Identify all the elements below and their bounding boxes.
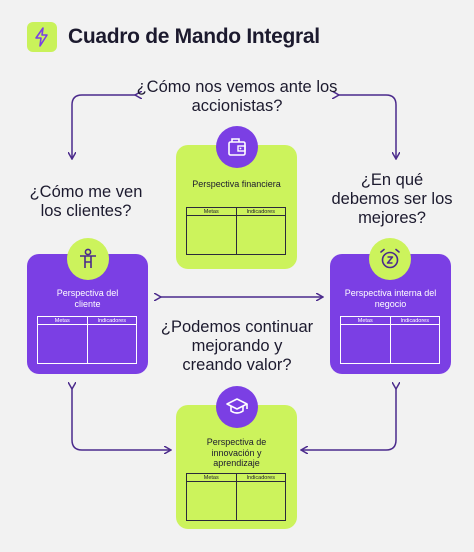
table-header-goals: Metas [340, 316, 391, 325]
card-learning-icon-badge [216, 386, 258, 428]
person-icon [80, 248, 96, 268]
table-header-indicators: Indicadores [86, 316, 137, 325]
card-customer-icon-badge [67, 238, 109, 280]
arrow-top-right [338, 95, 396, 158]
question-improvement: ¿Podemos continuar mejorando y creando v… [160, 318, 314, 374]
card-internal-table: Metas Indicadores [340, 316, 440, 364]
question-excellence: ¿En qué debemos ser los mejores? [331, 171, 453, 227]
question-customers: ¿Cómo me ven los clientes? [29, 183, 143, 220]
card-internal-title: Perspectiva interna del negocio [344, 288, 437, 309]
card-financial-icon-badge [216, 126, 258, 168]
card-customer-table: Metas Indicadores [37, 316, 137, 364]
table-cell [235, 215, 286, 255]
arrow-bottom-left [72, 388, 170, 450]
table-header-goals: Metas [37, 316, 88, 325]
table-cell [186, 215, 237, 255]
table-header-indicators: Indicadores [389, 316, 440, 325]
table-cell [235, 481, 286, 521]
card-customer: Perspectiva del cliente Metas Indicadore… [27, 254, 148, 374]
wallet-icon [228, 138, 246, 156]
graduation-cap-icon [226, 398, 248, 414]
header-logo [27, 22, 57, 52]
table-cell [37, 324, 88, 364]
card-learning-table: Metas Indicadores [186, 473, 286, 521]
card-learning-title: Perspectiva de innovación y aprendizaje [206, 437, 267, 468]
lightning-bolt-icon [35, 27, 48, 47]
arrow-top-left [72, 95, 136, 158]
card-financial-table: Metas Indicadores [186, 207, 286, 255]
alarm-clock-icon [380, 248, 400, 269]
card-internal-icon-badge [369, 238, 411, 280]
table-header-indicators: Indicadores [235, 473, 286, 482]
card-financial-title: Perspectiva financiera [192, 179, 281, 189]
question-shareholders: ¿Cómo nos vemos ante los accionistas? [136, 78, 338, 115]
page-title: Cuadro de Mando Integral [68, 25, 320, 48]
table-cell [86, 324, 137, 364]
arrow-bottom-right [302, 388, 396, 450]
table-cell [389, 324, 440, 364]
table-header-goals: Metas [186, 207, 237, 216]
card-customer-title: Perspectiva del cliente [56, 288, 119, 309]
card-internal: Perspectiva interna del negocio Metas In… [330, 254, 451, 374]
table-cell [340, 324, 391, 364]
table-header-indicators: Indicadores [235, 207, 286, 216]
table-header-goals: Metas [186, 473, 237, 482]
table-cell [186, 481, 237, 521]
